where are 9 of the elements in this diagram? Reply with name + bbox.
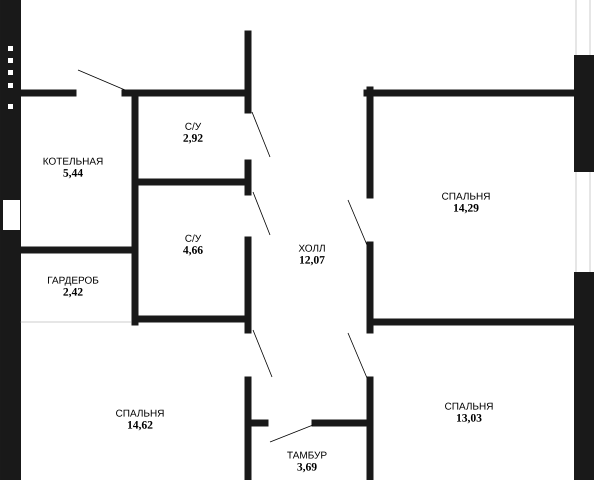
- room-label: СПАЛЬНЯ 14,29: [442, 192, 490, 214]
- room-label: ГАРДЕРОБ 2,42: [48, 276, 98, 298]
- room-label: СПАЛЬНЯ 13,03: [445, 402, 493, 424]
- room-label: ХОЛЛ 12,07: [298, 244, 325, 266]
- room-label: КОТЕЛЬНАЯ 5,44: [44, 158, 102, 178]
- room-label: ТАМБУР 3,69: [287, 452, 327, 472]
- room-label: С/У 4,66: [183, 234, 203, 256]
- room-label: СПАЛЬНЯ 14,62: [116, 410, 164, 430]
- room-label: С/У 2,92: [183, 122, 203, 144]
